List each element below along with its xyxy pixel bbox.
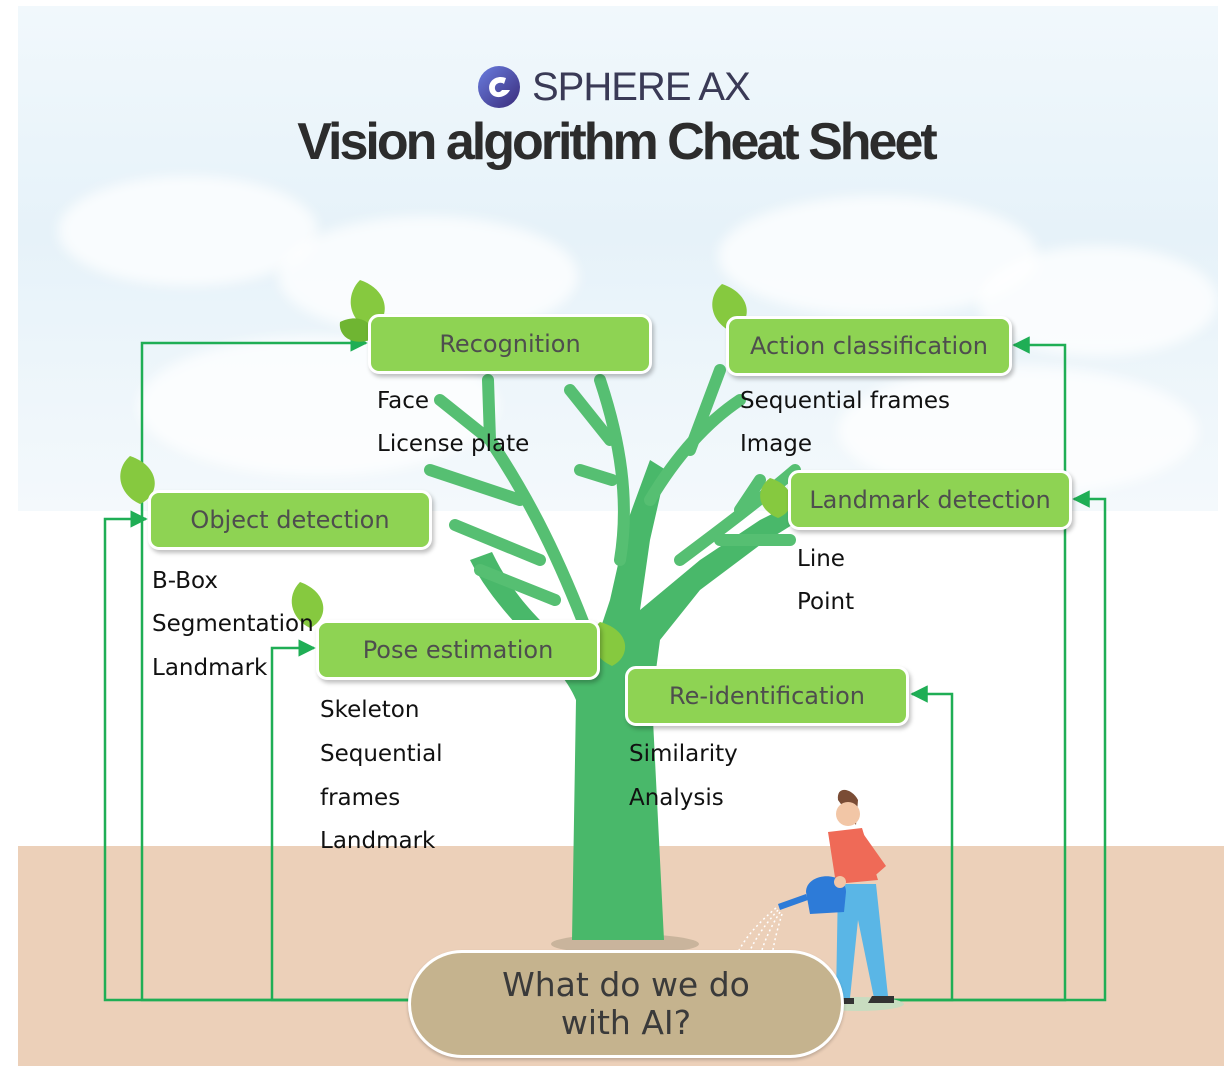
landmark-detection-item: Line	[797, 546, 845, 572]
action-classification-item: Image	[740, 431, 813, 457]
center-question-text: What do we do with AI?	[502, 965, 750, 1042]
page-title: Vision algorithm Cheat Sheet	[297, 113, 937, 171]
category-box-re-identification: Re-identification	[625, 666, 909, 726]
pose-estimation-item: frames	[320, 785, 401, 811]
object-detection-item: Landmark	[152, 655, 268, 681]
center-question-pill: What do we do with AI?	[408, 950, 844, 1058]
object-detection-item: B-Box	[152, 568, 219, 594]
category-box-object-detection: Object detection	[148, 490, 432, 550]
recognition-item: License plate	[377, 431, 530, 457]
brand-logo: SPHERE AX	[476, 62, 751, 112]
brand-name: SPHERE AX	[532, 64, 751, 109]
category-box-landmark-detection: Landmark detection	[788, 470, 1072, 530]
landmark-detection-item: Point	[797, 589, 855, 615]
sphere-logo-icon	[478, 66, 520, 108]
action-classification-item: Sequential frames	[740, 388, 951, 414]
pose-estimation-item: Skeleton	[320, 697, 420, 723]
category-box-action-classification: Action classification	[726, 316, 1012, 376]
re-identification-item: Similarity	[629, 741, 738, 767]
category-box-pose-estimation: Pose estimation	[316, 620, 600, 680]
recognition-item: Face	[377, 388, 430, 414]
pose-estimation-item: Sequential	[320, 741, 443, 767]
category-box-recognition: Recognition	[368, 314, 652, 374]
object-detection-item: Segmentation	[152, 611, 314, 637]
pose-estimation-item: Landmark	[320, 828, 436, 854]
re-identification-item: Analysis	[629, 785, 724, 811]
